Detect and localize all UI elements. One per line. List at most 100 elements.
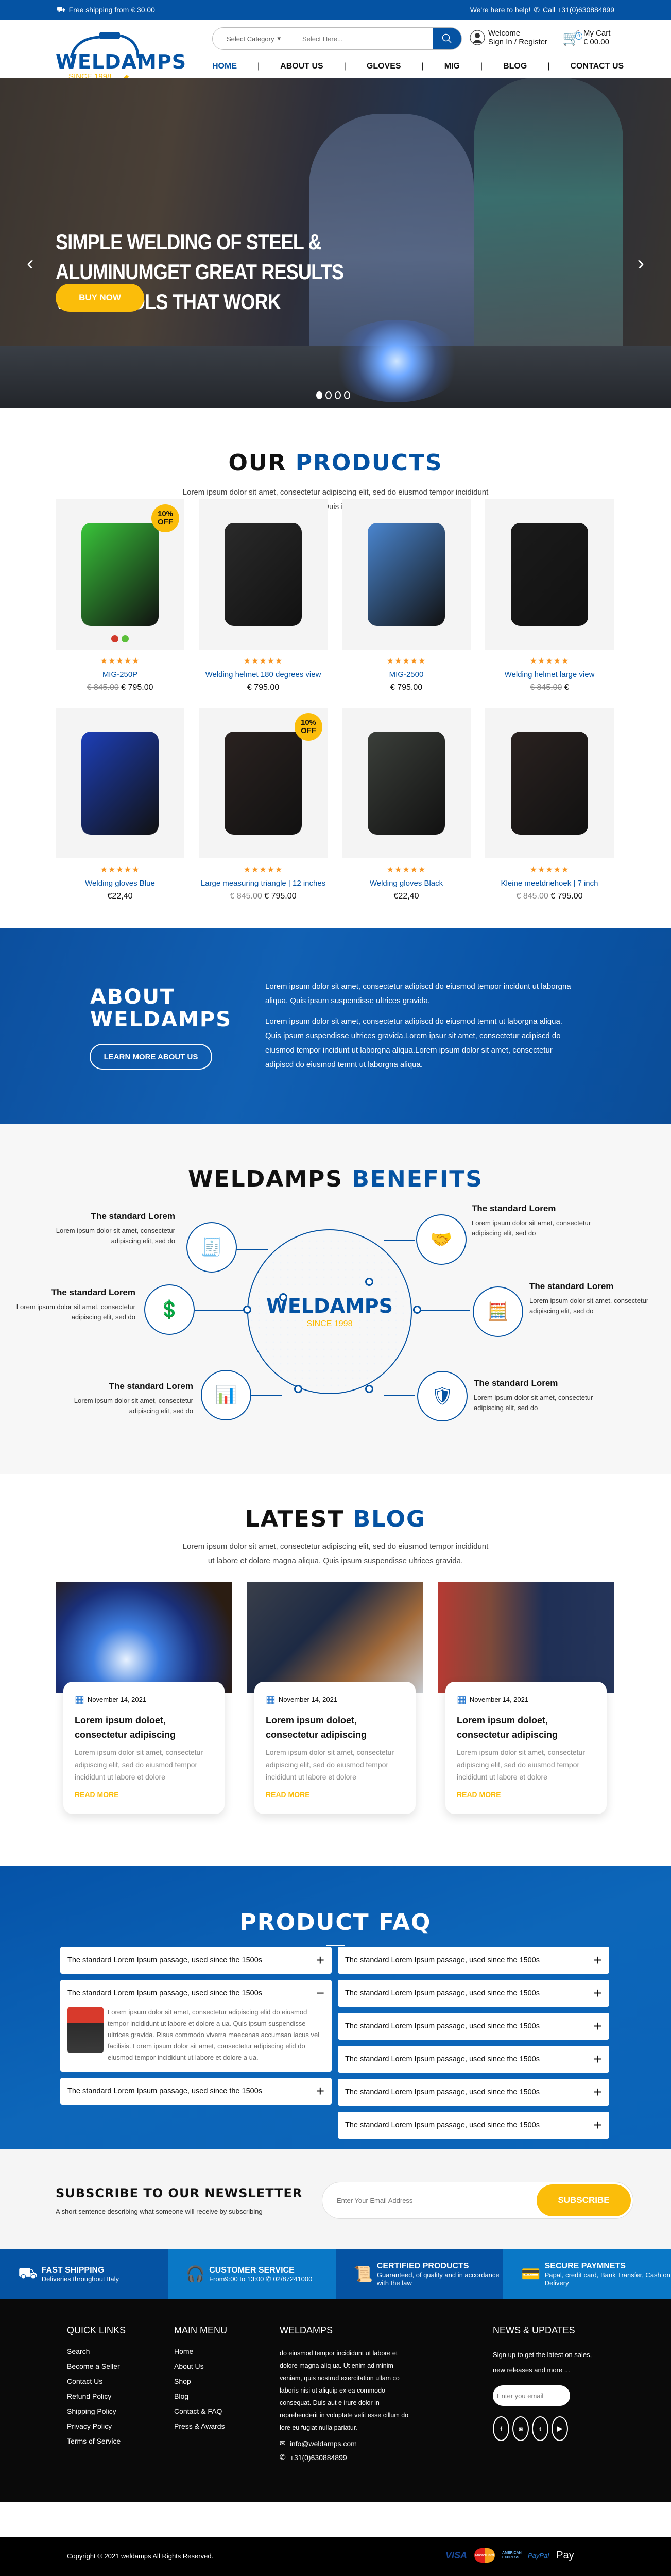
read-more-link[interactable]: READ MORE — [457, 1790, 501, 1799]
nav-about-us[interactable]: ABOUT US — [280, 62, 323, 71]
nav-mig[interactable]: MIG — [444, 62, 460, 71]
secure-card-icon: 💳 — [521, 2266, 541, 2283]
faq-item[interactable]: The standard Lorem Ipsum passage, used s… — [338, 1980, 609, 2007]
footer-link[interactable]: Search — [67, 2347, 90, 2355]
plus-icon[interactable]: + — [593, 2117, 602, 2133]
product-image[interactable] — [342, 499, 471, 650]
product-name[interactable]: MIG-250P — [102, 670, 138, 679]
plus-icon[interactable]: + — [593, 1952, 602, 1968]
read-more-link[interactable]: READ MORE — [75, 1790, 119, 1799]
faq-item[interactable]: The standard Lorem Ipsum passage, used s… — [338, 2112, 609, 2139]
search-button[interactable] — [433, 28, 461, 49]
twitter-icon[interactable]: t — [532, 2416, 548, 2441]
faq-item[interactable]: The standard Lorem Ipsum passage, used s… — [338, 1947, 609, 1974]
product-image[interactable]: 10%OFF — [56, 499, 184, 650]
product-name[interactable]: MIG-2500 — [389, 670, 424, 679]
slider-dot[interactable] — [335, 391, 341, 399]
nav-blog[interactable]: BLOG — [503, 62, 527, 71]
product-card[interactable]: 10%OFF ★★★★★ MIG-250P € 845.00 € 795.00 — [56, 499, 184, 692]
footer-link[interactable]: Privacy Policy — [67, 2422, 112, 2430]
slider-next-arrow-icon[interactable]: › — [637, 252, 644, 275]
footer-link[interactable]: Contact Us — [67, 2377, 103, 2385]
product-name[interactable]: Welding helmet 180 degrees view — [205, 670, 321, 679]
instagram-icon[interactable]: ◙ — [512, 2416, 529, 2441]
blog-image[interactable] — [56, 1582, 232, 1693]
product-card[interactable]: ★★★★★ Welding gloves Blue €22,40 — [56, 708, 184, 901]
plus-icon[interactable]: + — [593, 2051, 602, 2067]
call-link[interactable]: Call +31(0)630884899 — [543, 6, 614, 14]
product-card[interactable]: ★★★★★ Welding gloves Black €22,40 — [342, 708, 471, 901]
read-more-link[interactable]: READ MORE — [266, 1790, 310, 1799]
youtube-icon[interactable]: ▶ — [552, 2416, 568, 2441]
product-image[interactable] — [56, 708, 184, 858]
nav-contact-us[interactable]: CONTACT US — [570, 62, 624, 71]
facebook-icon[interactable]: f — [493, 2416, 509, 2441]
product-image[interactable] — [485, 708, 614, 858]
search-input[interactable] — [295, 28, 433, 49]
cart-icon: 🛒0 — [562, 30, 582, 45]
faq-item[interactable]: The standard Lorem Ipsum passage, used s… — [60, 1947, 332, 1974]
cart-link[interactable]: 🛒0 My Cart€ 00.00 — [562, 29, 611, 46]
faq-item-expanded[interactable]: The standard Lorem Ipsum passage, used s… — [60, 1980, 332, 2072]
footer-email-input[interactable] — [493, 2385, 570, 2406]
blog-title[interactable]: Lorem ipsum doloet, consectetur adipisci… — [75, 1715, 176, 1740]
newsletter-email-input[interactable] — [322, 2196, 537, 2205]
subscribe-button[interactable]: SUBSCRIBE — [537, 2184, 631, 2216]
mail-icon: ✉ — [280, 2439, 286, 2447]
product-card[interactable]: ★★★★★ Kleine meetdriehoek | 7 inch € 845… — [485, 708, 614, 901]
learn-more-button[interactable]: LEARN MORE ABOUT US — [90, 1044, 212, 1070]
product-image[interactable] — [342, 708, 471, 858]
minus-icon[interactable]: − — [316, 1985, 324, 2001]
product-name[interactable]: Welding gloves Blue — [85, 879, 155, 888]
nav-home[interactable]: HOME — [212, 62, 237, 71]
footer-link[interactable]: Shop — [174, 2377, 191, 2385]
footer-link[interactable]: About Us — [174, 2362, 204, 2370]
faq-item[interactable]: The standard Lorem Ipsum passage, used s… — [60, 2078, 332, 2105]
slider-dot[interactable] — [316, 391, 322, 399]
product-name[interactable]: Large measuring triangle | 12 inches — [200, 879, 326, 888]
plus-icon[interactable]: + — [593, 2018, 602, 2034]
product-image[interactable] — [199, 499, 328, 650]
swatch-green[interactable] — [122, 635, 129, 642]
blog-image[interactable] — [438, 1582, 614, 1693]
product-name[interactable]: Welding gloves Black — [369, 879, 443, 888]
plus-icon[interactable]: + — [316, 2083, 324, 2099]
slider-prev-arrow-icon[interactable]: ‹ — [27, 252, 34, 275]
blog-image[interactable] — [247, 1582, 423, 1693]
plus-icon[interactable]: + — [593, 1985, 602, 2001]
product-card[interactable]: ★★★★★ Welding helmet 180 degrees view € … — [199, 499, 328, 692]
product-card[interactable]: ★★★★★ MIG-2500 € 795.00 — [342, 499, 471, 692]
newsletter-section: SUBSCRIBE TO OUR NEWSLETTER A short sent… — [0, 2149, 671, 2249]
product-card[interactable]: 10%OFF ★★★★★ Large measuring triangle | … — [199, 708, 328, 901]
faq-item[interactable]: The standard Lorem Ipsum passage, used s… — [338, 2046, 609, 2073]
footer-link[interactable]: Home — [174, 2347, 194, 2355]
footer-link[interactable]: Press & Awards — [174, 2422, 225, 2430]
blog-title[interactable]: Lorem ipsum doloet, consectetur adipisci… — [457, 1715, 558, 1740]
faq-item[interactable]: The standard Lorem Ipsum passage, used s… — [338, 2013, 609, 2040]
faq-item[interactable]: The standard Lorem Ipsum passage, used s… — [338, 2079, 609, 2106]
footer-link[interactable]: Terms of Service — [67, 2437, 121, 2445]
buy-now-button[interactable]: BUY NOW — [56, 284, 144, 312]
footer-link[interactable]: Become a Seller — [67, 2362, 120, 2370]
swatch-red[interactable] — [111, 635, 118, 642]
footer-phone-link[interactable]: +31(0)630884899 — [289, 2453, 347, 2462]
blog-title[interactable]: Lorem ipsum doloet, consectetur adipisci… — [266, 1715, 367, 1740]
slider-dot[interactable] — [344, 391, 350, 399]
footer-link[interactable]: Blog — [174, 2392, 189, 2400]
plus-icon[interactable]: + — [593, 2084, 602, 2100]
category-select[interactable]: Select Category▾ — [213, 32, 295, 45]
slider-dot[interactable] — [325, 391, 332, 399]
product-image[interactable]: 10%OFF — [199, 708, 328, 858]
product-image[interactable] — [485, 499, 614, 650]
product-card[interactable]: ★★★★★ Welding helmet large view € 845.00… — [485, 499, 614, 692]
product-name[interactable]: Kleine meetdriehoek | 7 inch — [501, 879, 598, 888]
benefits-section: WELDAMPS BENEFITS WELDAMPS SINCE 1998 🧾 … — [0, 1124, 671, 1474]
footer-link[interactable]: Shipping Policy — [67, 2407, 116, 2415]
footer-link[interactable]: Contact & FAQ — [174, 2407, 222, 2415]
footer-link[interactable]: Refund Policy — [67, 2392, 112, 2400]
nav-gloves[interactable]: GLOVES — [366, 62, 401, 71]
product-name[interactable]: Welding helmet large view — [504, 670, 595, 679]
plus-icon[interactable]: + — [316, 1952, 324, 1968]
footer-email-link[interactable]: info@weldamps.com — [289, 2439, 357, 2448]
